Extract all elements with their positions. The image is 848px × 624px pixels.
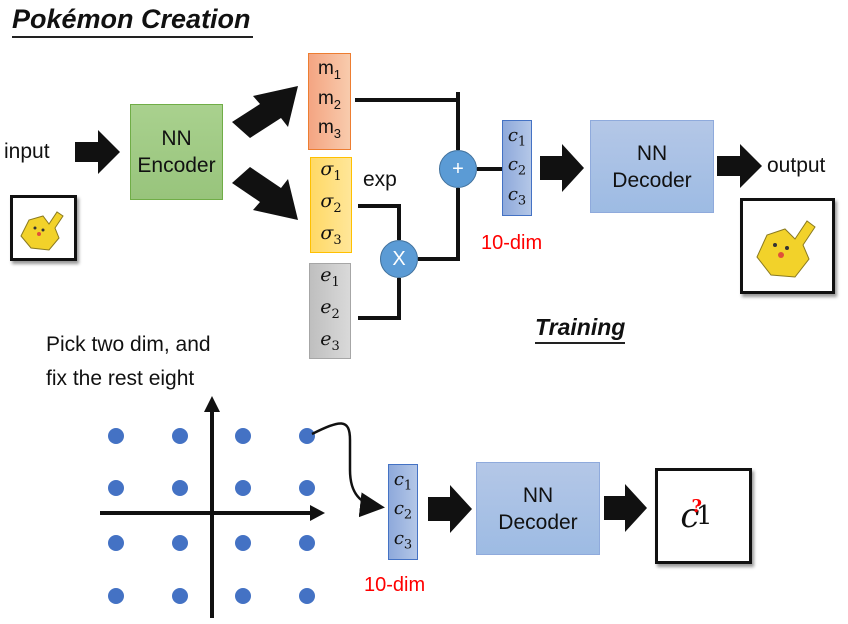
output-symbol: c bbox=[680, 496, 700, 536]
sigma-vector: σ1 σ2 σ3 bbox=[310, 157, 352, 253]
generated-output-box: c?1 bbox=[655, 468, 752, 564]
y-axis-arrowhead bbox=[204, 396, 220, 412]
generation-caption: Pick two dim, and fix the rest eight bbox=[46, 328, 211, 396]
latent-grid-dot bbox=[235, 480, 251, 496]
caption-line1: Pick two dim, and bbox=[46, 333, 211, 356]
exp-label: exp bbox=[363, 168, 397, 191]
output-subscript: 1 bbox=[696, 501, 713, 531]
c2: c2 bbox=[393, 498, 413, 523]
block-arrow-c-to-decoder bbox=[540, 144, 584, 192]
section-title-training: Training bbox=[535, 312, 626, 344]
curve-dot-to-c bbox=[311, 422, 385, 518]
question-mark: ? bbox=[691, 495, 703, 517]
output-label: output bbox=[767, 154, 826, 177]
block-arrow-decoder-to-output bbox=[717, 144, 762, 188]
input-pikachu-image bbox=[10, 195, 77, 261]
pikachu-icon bbox=[756, 220, 816, 278]
latent-grid-dot bbox=[108, 588, 124, 604]
e2: e2 bbox=[320, 296, 340, 322]
dim-label-generation: 10-dim bbox=[364, 574, 426, 596]
nn-encoder: NN Encoder bbox=[130, 104, 223, 200]
decoder-label-line1: NN bbox=[522, 483, 554, 507]
noise-vector: e1 e2 e3 bbox=[309, 263, 351, 359]
page-title: Pokémon Creation bbox=[12, 2, 253, 38]
line-m-to-plus bbox=[355, 98, 460, 150]
e3: e3 bbox=[320, 327, 340, 354]
encoder-label-line2: Encoder bbox=[137, 154, 216, 177]
m2: m2 bbox=[317, 87, 342, 112]
block-arrow-decoder2-to-output bbox=[604, 484, 647, 532]
line-sigma-to-times bbox=[358, 204, 401, 240]
line-times-to-plus bbox=[418, 188, 460, 261]
m1: m1 bbox=[317, 57, 342, 82]
c3: c3 bbox=[393, 527, 413, 553]
e1: e1 bbox=[320, 264, 340, 291]
x-axis-arrowhead bbox=[310, 505, 325, 521]
nn-decoder-generation: NN Decoder bbox=[476, 462, 600, 555]
decoder-label-line2: Decoder bbox=[612, 168, 692, 192]
sigma1: σ1 bbox=[320, 158, 342, 185]
latent-grid-dot bbox=[299, 428, 315, 444]
decoder-label-line1: NN bbox=[636, 141, 668, 165]
pikachu-icon bbox=[20, 211, 64, 251]
line-e-to-times bbox=[358, 278, 401, 320]
block-arrow-c2-to-decoder bbox=[428, 485, 472, 533]
nn-decoder: NN Decoder bbox=[590, 120, 714, 213]
block-arrow-encoder-to-sigma bbox=[232, 167, 298, 220]
latent-grid-dot bbox=[235, 428, 251, 444]
latent-grid-dot bbox=[172, 428, 188, 444]
sigma3: σ3 bbox=[320, 221, 342, 248]
latent-grid-dot bbox=[299, 588, 315, 604]
plus-operator: + bbox=[439, 150, 477, 188]
sigma2: σ2 bbox=[320, 190, 342, 216]
code-vector: c1 c2 c3 bbox=[502, 120, 532, 216]
latent-grid-dot bbox=[235, 535, 251, 551]
c1: c1 bbox=[393, 468, 413, 494]
latent-grid-dot bbox=[299, 480, 315, 496]
latent-grid-dot bbox=[172, 588, 188, 604]
latent-grid-dot bbox=[108, 480, 124, 496]
encoder-label-line1: NN bbox=[161, 127, 192, 150]
block-arrow-encoder-to-m bbox=[232, 86, 298, 138]
c1: c1 bbox=[507, 124, 527, 150]
latent-grid-dot bbox=[172, 480, 188, 496]
input-label: input bbox=[4, 140, 50, 163]
latent-grid-dot bbox=[235, 588, 251, 604]
c2: c2 bbox=[507, 154, 527, 179]
output-pikachu-image bbox=[740, 198, 835, 294]
mean-vector: m1 m2 m3 bbox=[308, 53, 351, 150]
latent-grid-dot bbox=[108, 428, 124, 444]
block-arrow-input bbox=[75, 130, 120, 174]
m3: m3 bbox=[317, 117, 342, 142]
latent-grid-dot bbox=[108, 535, 124, 551]
latent-grid-dot bbox=[299, 535, 315, 551]
c3: c3 bbox=[507, 183, 527, 209]
times-operator: X bbox=[380, 240, 418, 278]
code-vector-generation: c1 c2 c3 bbox=[388, 464, 418, 560]
decoder-label-line2: Decoder bbox=[498, 510, 578, 534]
latent-grid-dot bbox=[172, 535, 188, 551]
caption-line2: fix the rest eight bbox=[46, 367, 195, 390]
dim-label: 10-dim bbox=[481, 232, 543, 254]
